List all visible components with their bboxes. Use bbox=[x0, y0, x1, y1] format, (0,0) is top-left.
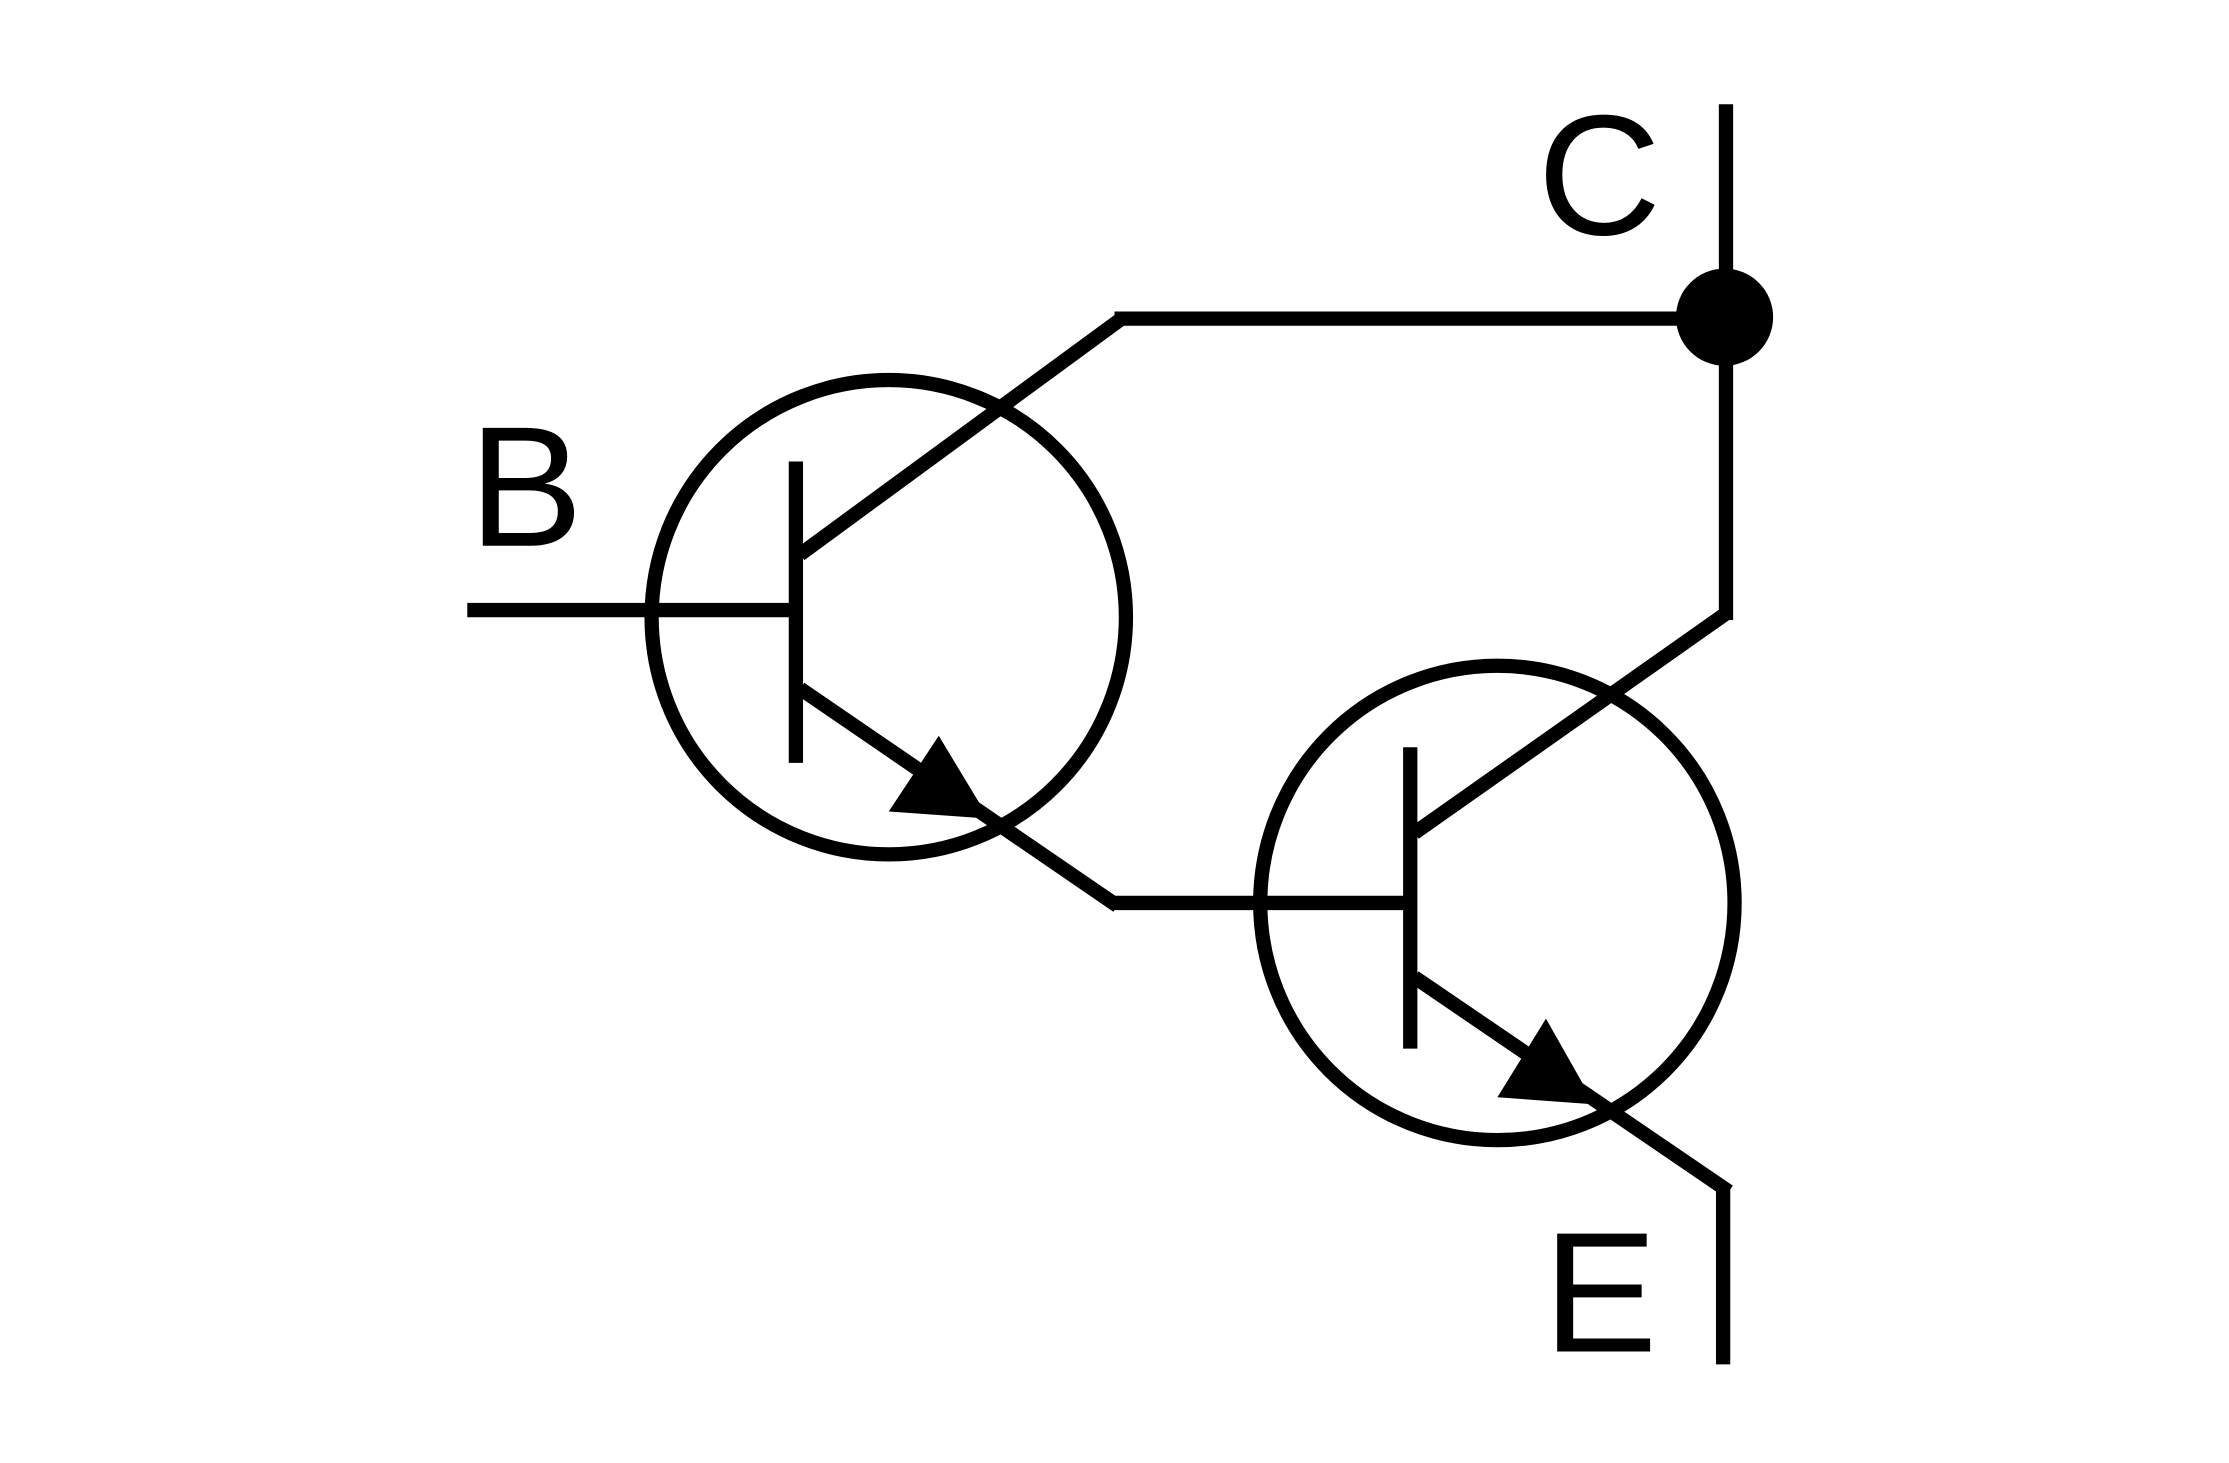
transistor-1-collector-lead bbox=[795, 312, 1126, 561]
emitter-label: E bbox=[1543, 1198, 1657, 1389]
collector-label: C bbox=[1537, 80, 1661, 271]
base-label: B bbox=[469, 392, 583, 583]
transistor-1-emitter-arrow-icon bbox=[888, 735, 989, 819]
transistor-2-emitter-arrow-icon bbox=[1497, 1018, 1595, 1105]
transistor-2-body bbox=[1253, 658, 1742, 1148]
transistor-2-collector-lead bbox=[1410, 605, 1733, 839]
transistor-1-body bbox=[644, 372, 1134, 862]
